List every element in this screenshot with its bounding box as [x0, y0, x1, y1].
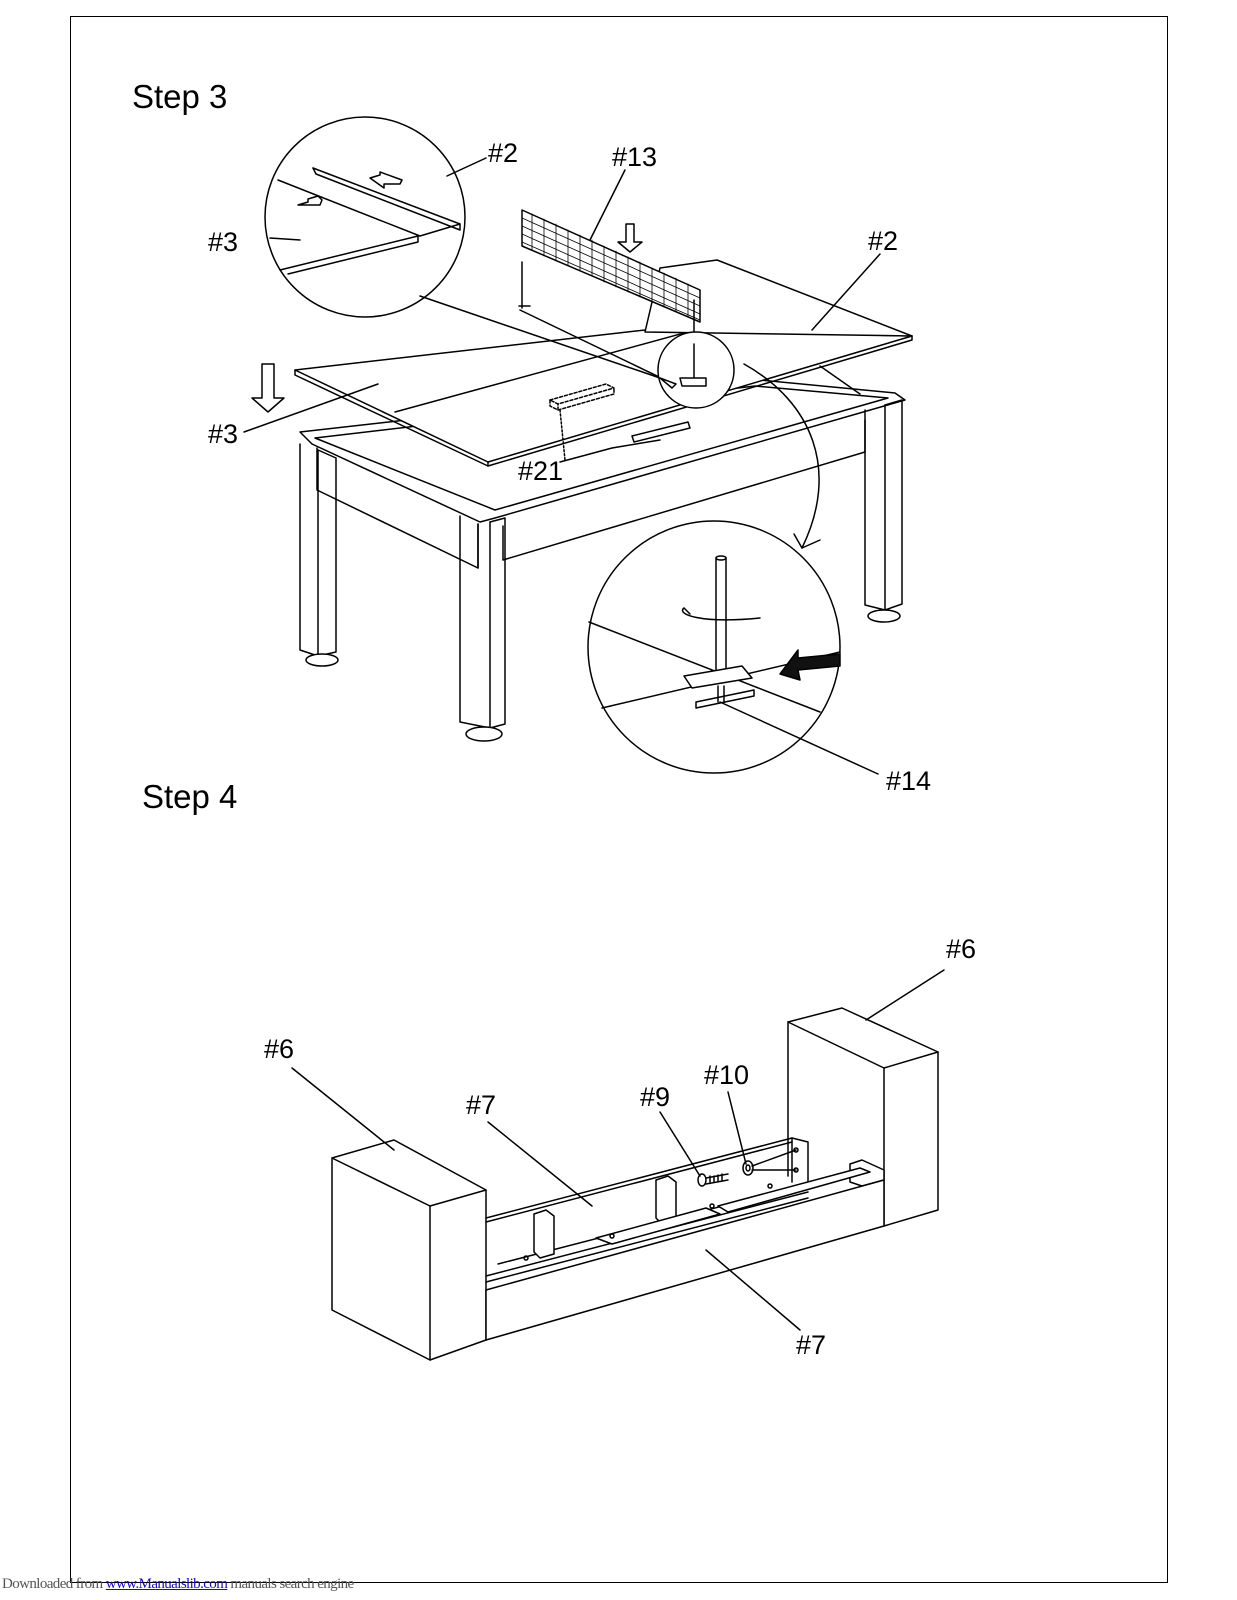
- label-end-right: #6: [946, 934, 976, 964]
- inset-bracket-detail: [587, 520, 879, 775]
- tennis-top-halves: [294, 259, 913, 467]
- frame-assembly-drawing: [331, 1007, 939, 1361]
- label-inset-part3: #3: [208, 227, 238, 257]
- label-brush: #21: [518, 456, 563, 486]
- label-bolt: #9: [640, 1082, 670, 1112]
- label-top-half-left: #3: [208, 419, 238, 449]
- step-3-title: Step 3: [132, 78, 228, 115]
- label-net: #13: [612, 142, 657, 172]
- label-top-half-right: #2: [868, 226, 898, 256]
- down-arrow-left: [251, 363, 285, 413]
- label-washer: #10: [704, 1060, 749, 1090]
- footer-prefix: Downloaded from: [2, 1576, 106, 1592]
- label-end-left: #6: [264, 1034, 294, 1064]
- label-side-front: #7: [796, 1330, 826, 1360]
- manualslib-link[interactable]: www.Manualslib.com: [105, 1576, 228, 1592]
- footer-suffix: manuals search engine: [227, 1576, 354, 1592]
- label-inset-part2: #2: [488, 138, 518, 168]
- page-border: [70, 16, 1168, 1583]
- label-side-back: #7: [466, 1090, 496, 1120]
- inset-joint-detail: [264, 116, 466, 318]
- brush-drawing: [549, 383, 691, 461]
- small-detail-circle: [657, 331, 735, 409]
- step-4-title: Step 4: [142, 778, 238, 815]
- net-drawing: [518, 209, 701, 343]
- label-bracket: #14: [886, 766, 931, 796]
- down-arrow-net: [617, 223, 643, 253]
- download-footer: Downloaded from www.Manualslib.com manua…: [2, 1576, 354, 1593]
